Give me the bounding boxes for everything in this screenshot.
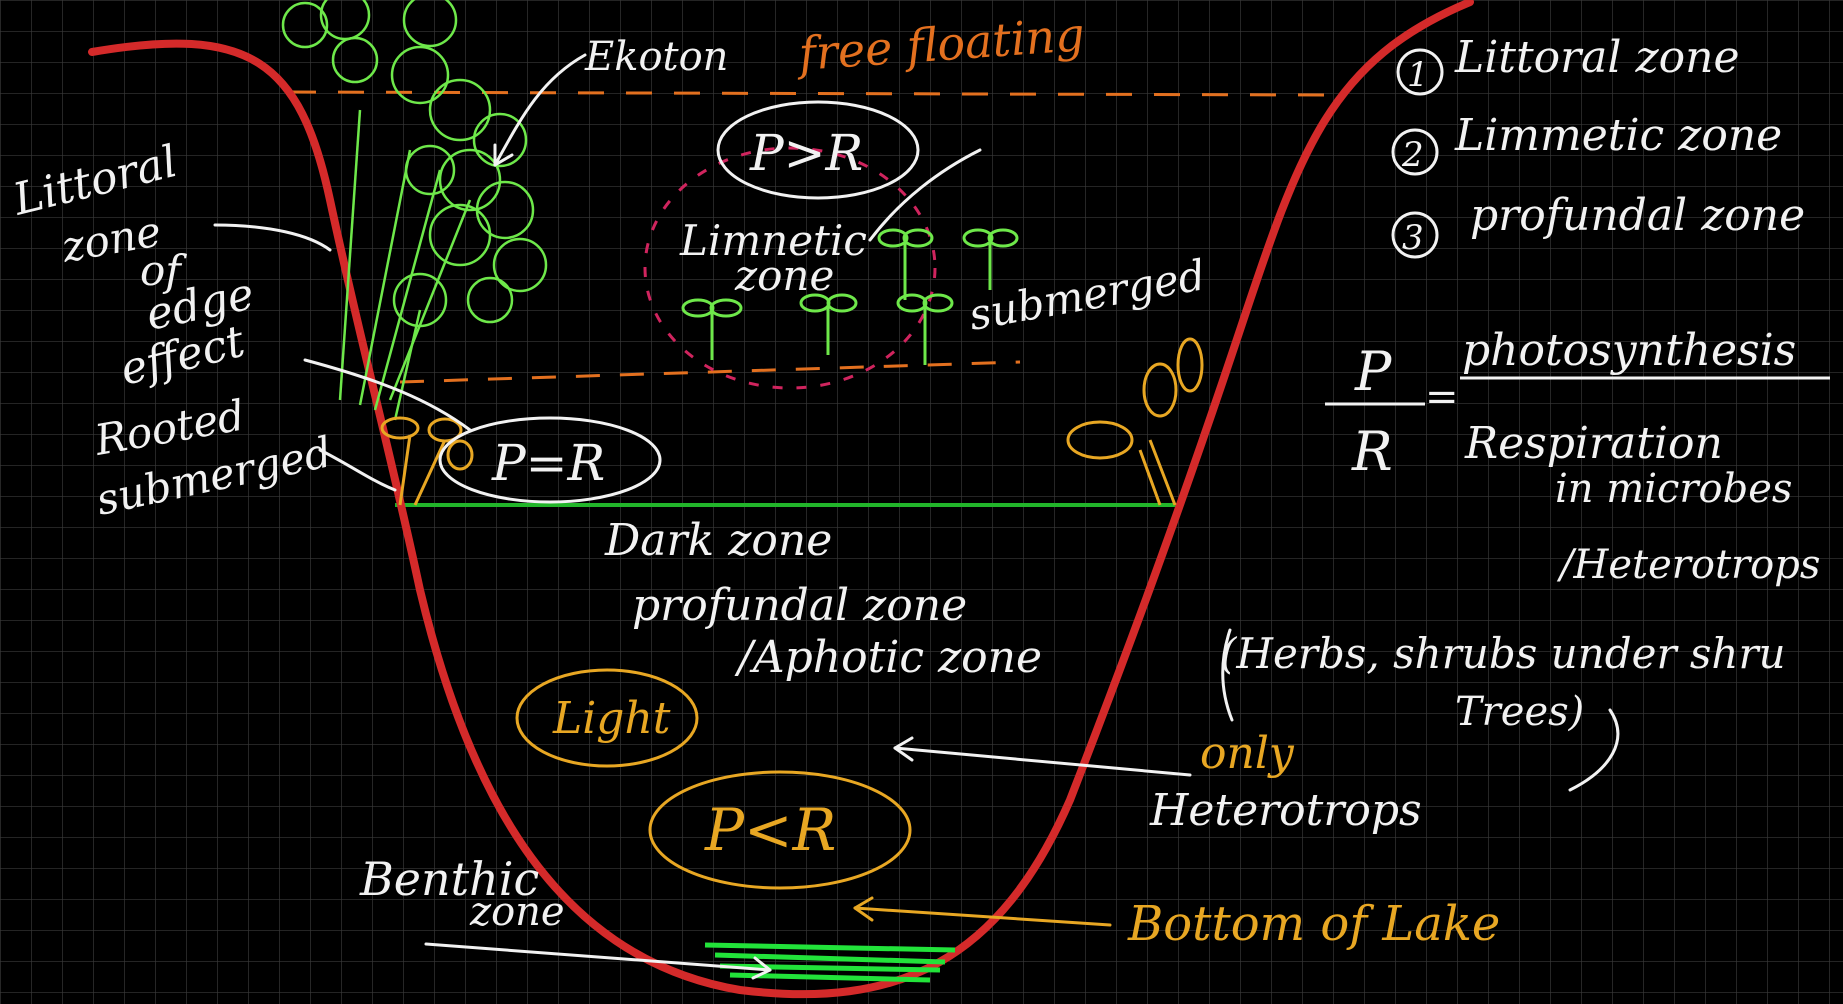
surface-dashed-line	[289, 90, 1331, 97]
pgr-ellipse	[716, 100, 920, 200]
peqr-ellipse	[438, 416, 662, 504]
littoral-tree-icon	[281, 0, 548, 421]
label-bottom-of-lake: Bottom of Lake	[1127, 896, 1500, 952]
ratio-r-def3: /Heterotrops	[1556, 542, 1820, 588]
plants-note-2: Trees)	[1455, 689, 1584, 735]
legend-num-3: 3	[1402, 218, 1424, 258]
lake-outline	[88, 0, 1474, 999]
ratio-r-def2: in microbes	[1555, 466, 1792, 512]
ratio-r-def: Respiration	[1464, 418, 1723, 469]
ratio-p: P	[1354, 340, 1393, 403]
rooted-plant-icon	[380, 337, 1204, 506]
legend-item-1: Littoral zone	[1454, 32, 1740, 83]
plants-note-1: (Herbs, shrubs under shru	[1220, 629, 1786, 678]
plr-ellipse	[648, 770, 912, 890]
legend-num-1: 1	[1407, 55, 1429, 95]
legend-item-2: Limmetic zone	[1454, 110, 1782, 161]
label-peqr: P=R	[491, 434, 605, 492]
label-light: Light	[552, 693, 671, 744]
number-circle-3	[1391, 211, 1439, 259]
label-ekoton: Ekoton	[584, 34, 728, 80]
label-only: only	[1200, 728, 1295, 779]
ratio-eq: =	[1425, 374, 1459, 420]
label-heterotrops: Heterotrops	[1149, 785, 1422, 836]
number-circle-2	[1391, 128, 1439, 176]
bottom-arrow	[853, 896, 1112, 927]
label-benthic-zone: zone	[469, 889, 565, 935]
light-ellipse	[515, 668, 699, 768]
label-plr: P<R	[704, 796, 836, 864]
submerged-plant-icon	[681, 228, 1019, 365]
label-profundal-zone: profundal zone	[632, 580, 967, 631]
ratio-r: R	[1351, 420, 1393, 483]
label-limnetic: Limnetic	[679, 216, 867, 265]
ratio-p-def: photosynthesis	[1462, 325, 1796, 376]
annotation-arrows	[213, 53, 1620, 980]
number-circle-1	[1396, 48, 1444, 96]
legend-item-3: profundal zone	[1470, 190, 1805, 241]
legend-num-2: 2	[1401, 135, 1424, 175]
label-aphotic-zone: /Aphotic zone	[734, 632, 1042, 683]
limnetic-zone-circle	[643, 146, 937, 390]
label-benthic: Benthic	[359, 852, 539, 906]
label-dark-zone: Dark zone	[604, 515, 832, 566]
label-pgr: P>R	[749, 124, 863, 182]
benthic-sediment	[704, 942, 956, 983]
label-littoral-of: of	[140, 246, 187, 295]
compensation-dashed-line	[399, 360, 1021, 384]
label-limnetic-zone: zone	[734, 251, 834, 300]
